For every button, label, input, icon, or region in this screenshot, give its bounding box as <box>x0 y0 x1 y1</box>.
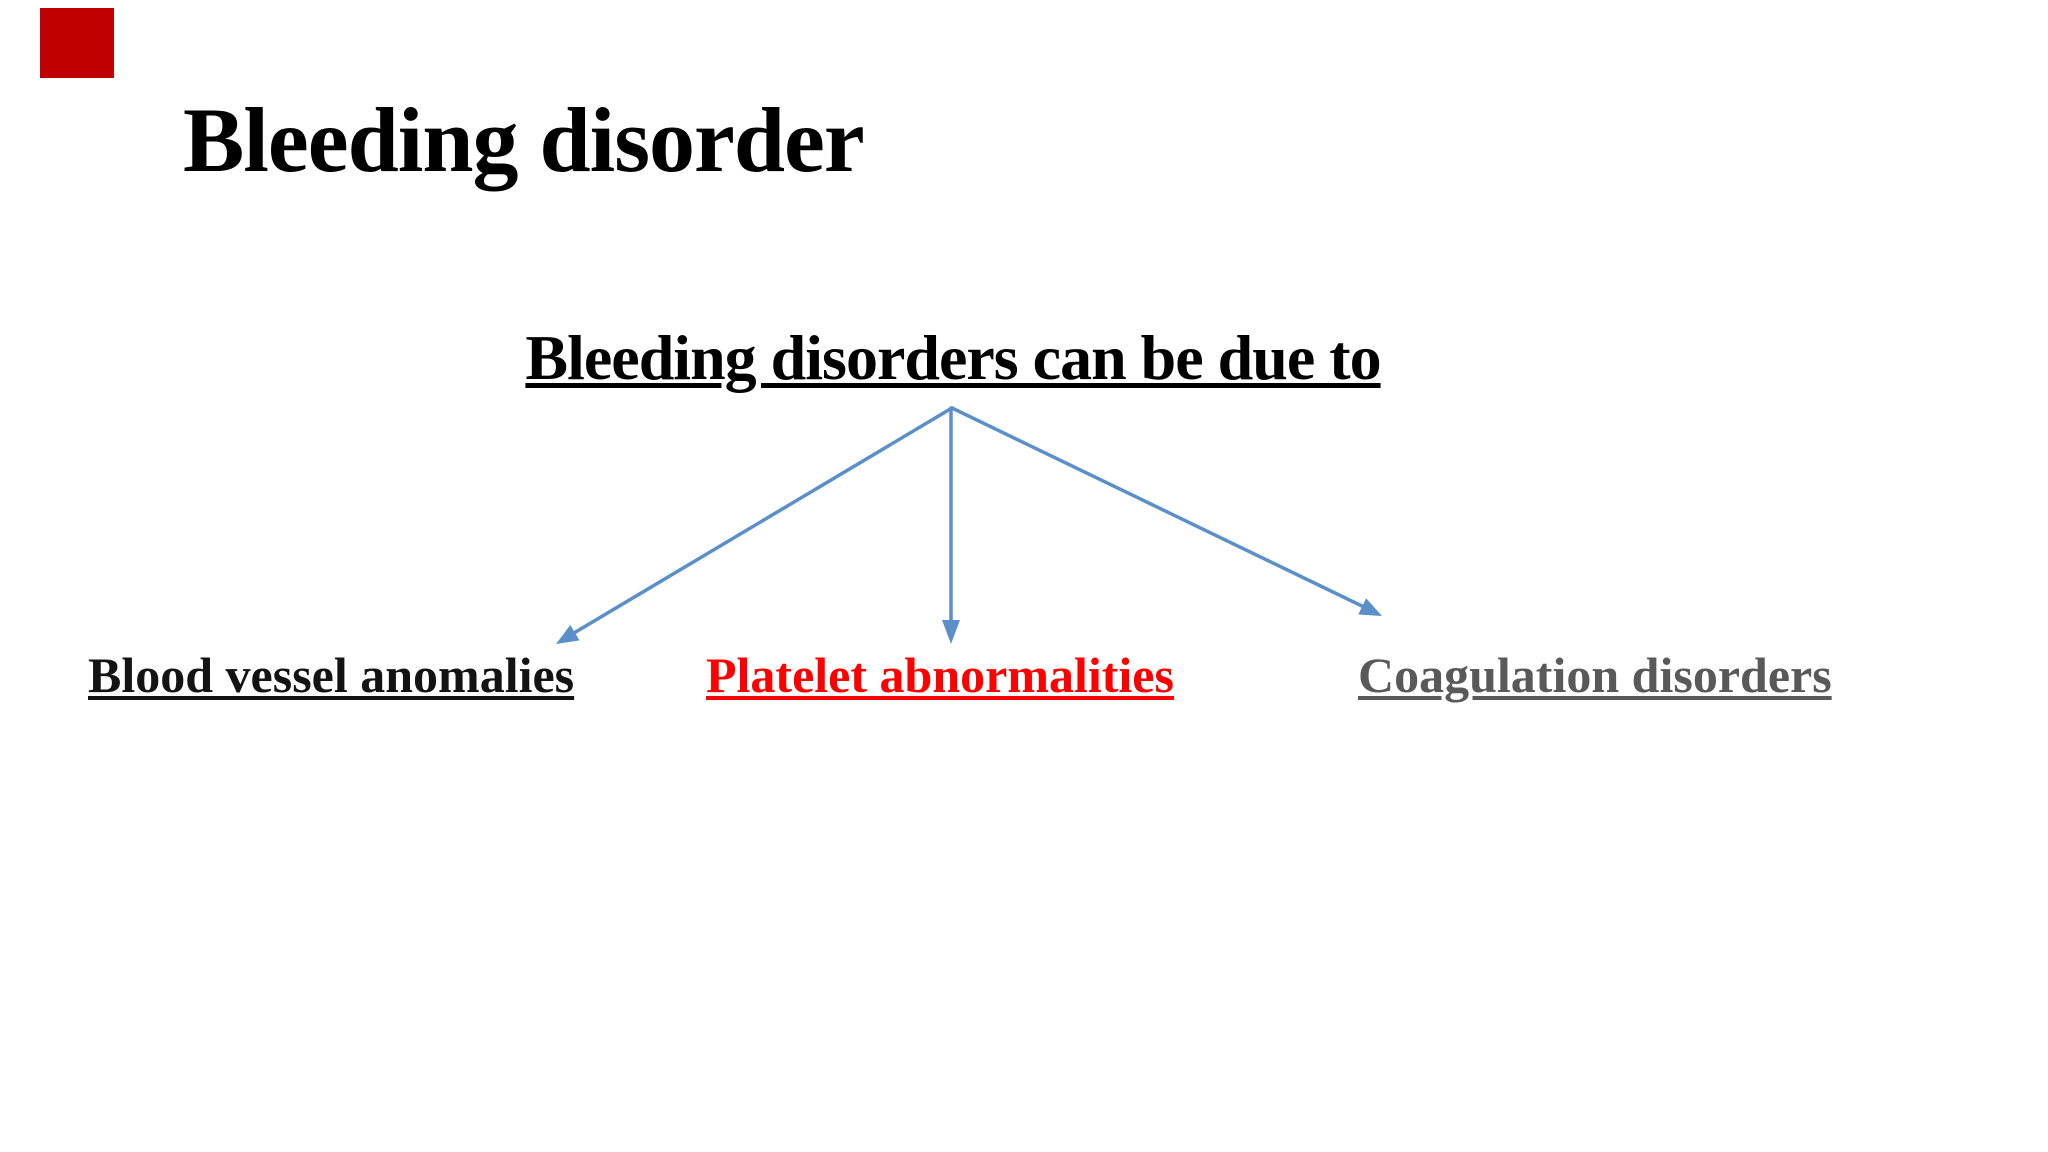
accent-rectangle <box>40 8 114 78</box>
arrow-middle-head <box>942 620 960 644</box>
slide-title: Bleeding disorder <box>183 89 865 191</box>
arrow-group <box>556 406 1382 644</box>
subtitle-heading: Bleeding disorders can be due to <box>525 322 1381 393</box>
arrow-right-head <box>1358 598 1382 616</box>
arrow-left-line <box>572 406 954 635</box>
arrow-left-head <box>556 625 580 644</box>
branch-label-platelet-abnormalities: Platelet abnormalities <box>706 647 1174 703</box>
branch-label-coagulation-disorders: Coagulation disorders <box>1358 647 1832 703</box>
arrow-right-line <box>950 406 1366 609</box>
branch-label-blood-vessel-anomalies: Blood vessel anomalies <box>88 647 575 703</box>
